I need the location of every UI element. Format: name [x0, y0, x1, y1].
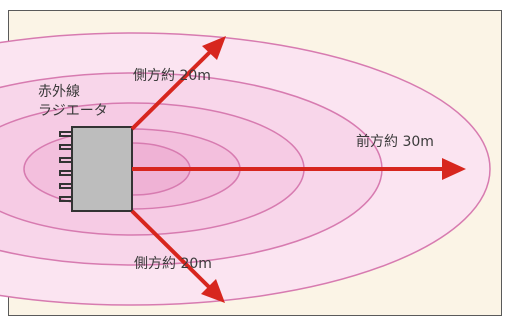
arrow-front-head: [442, 158, 466, 180]
side-bottom-distance-label: 側方約 20m: [134, 256, 212, 272]
heater-fins: [59, 131, 72, 202]
heat-arrows: [130, 36, 466, 303]
arrow-side-top-shaft: [130, 48, 214, 131]
arrow-side-bottom-shaft: [130, 209, 213, 291]
front-distance-label: 前方約 30m: [356, 134, 434, 150]
device-label-line1: 赤外線: [38, 84, 80, 100]
arrow-side-top-head: [202, 36, 226, 60]
arrow-side-bottom-head: [201, 279, 225, 303]
side-top-distance-label: 側方約 20m: [133, 68, 211, 84]
device-label-line2: ラジエータ: [38, 103, 108, 119]
heater-body: [71, 126, 133, 212]
